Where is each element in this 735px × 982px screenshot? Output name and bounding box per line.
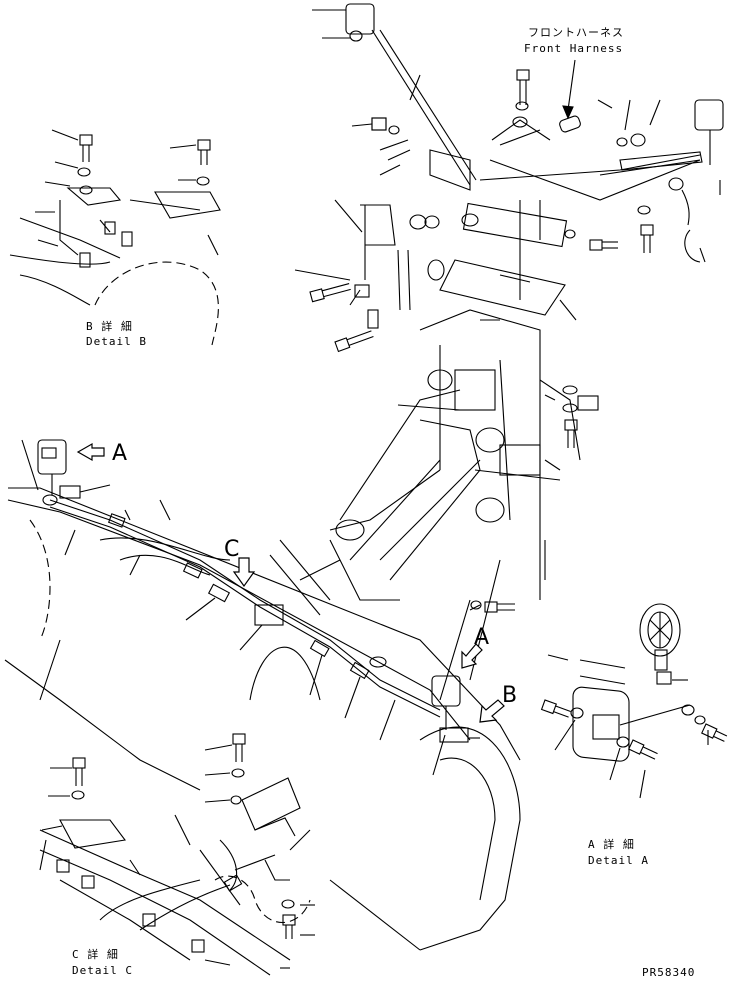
bracket-group (354, 204, 445, 329)
detail-c-drawing (39, 733, 315, 976)
callout-c-label: C (224, 537, 239, 562)
front-harness-pointer (559, 59, 581, 133)
bracket-plate (439, 200, 566, 316)
lift-frame (299, 309, 581, 701)
front-harness-en: Front Harness (524, 42, 623, 55)
detail-a-en: Detail A (588, 854, 649, 867)
detail-b-drawing (9, 129, 221, 346)
callout-arrow-b: B (479, 683, 517, 723)
detail-b-en: Detail B (86, 335, 147, 348)
detail-c-jp: C 詳 細 (72, 947, 119, 961)
callout-arrow-a-left: A (76, 441, 127, 466)
callout-arrow-c: C (224, 537, 256, 588)
detail-b-jp: B 詳 細 (86, 319, 133, 333)
dozer-blade (4, 487, 521, 951)
bolts (309, 69, 654, 613)
detail-c-en: Detail C (72, 964, 133, 977)
callout-b-label: B (502, 683, 517, 708)
detail-a-jp: A 詳 細 (588, 837, 635, 851)
callout-a-left-label: A (112, 441, 127, 466)
work-lamp-left (21, 439, 81, 506)
leader-lines (64, 74, 721, 776)
work-lamp-right (431, 675, 480, 743)
blade-harness (49, 499, 441, 718)
callout-arrow-a-right: A (461, 625, 489, 669)
nuts-washers (371, 101, 651, 610)
part-number: PR58340 (642, 966, 695, 979)
top-lamp-assembly (312, 3, 724, 263)
detail-a-drawing (540, 603, 728, 799)
front-harness-jp: フロントハーネス (528, 26, 624, 39)
callout-a-right-label: A (474, 625, 489, 650)
